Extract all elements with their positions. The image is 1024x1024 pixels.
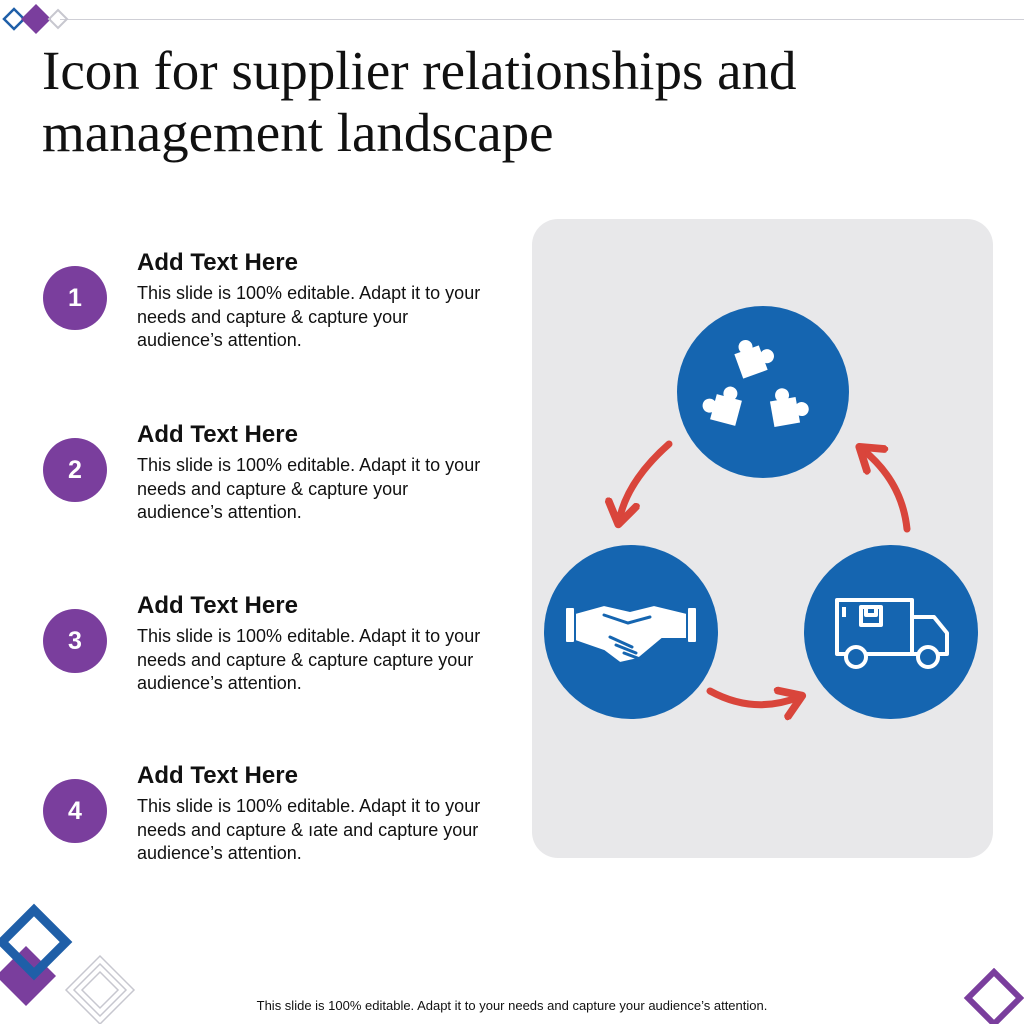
- page-title: Icon for supplier relationships and mana…: [42, 40, 797, 163]
- bottom-left-diamond-decoration: [0, 903, 136, 1024]
- number-badge: 1: [43, 266, 107, 330]
- list-item: 3 Add Text Here This slide is 100% edita…: [0, 592, 500, 715]
- item-body: This slide is 100% editable. Adapt it to…: [137, 283, 481, 350]
- arrow-right-to-top: [862, 449, 911, 533]
- arrow-top-to-left: [619, 440, 673, 521]
- item-heading: Add Text Here: [137, 592, 298, 619]
- arrow-left-to-right: [706, 691, 799, 705]
- top-divider-line: [60, 19, 1024, 20]
- number-badge: 3: [43, 609, 107, 673]
- bottom-right-diamond-decoration: [963, 968, 1024, 1024]
- item-body: This slide is 100% editable. Adapt it to…: [137, 455, 481, 522]
- footer-note: This slide is 100% editable. Adapt it to…: [256, 998, 768, 1013]
- item-body: This slide is 100% editable. Adapt it to…: [137, 796, 481, 863]
- item-heading: Add Text Here: [137, 762, 298, 789]
- puzzle-pieces-icon: [677, 306, 849, 478]
- number-badge: 2: [43, 438, 107, 502]
- item-heading: Add Text Here: [137, 421, 298, 448]
- item-heading: Add Text Here: [137, 249, 298, 276]
- supplier-cycle-graphic: [544, 306, 978, 858]
- list-item: 1 Add Text Here This slide is 100% edita…: [0, 249, 500, 372]
- number-badge: 4: [43, 779, 107, 843]
- list-item: 2 Add Text Here This slide is 100% edita…: [0, 421, 500, 544]
- delivery-truck-icon: [804, 545, 978, 719]
- item-body: This slide is 100% editable. Adapt it to…: [137, 626, 481, 693]
- list-item: 4 Add Text Here This slide is 100% edita…: [0, 762, 500, 885]
- top-diamond-decoration: [2, 4, 69, 34]
- handshake-icon: [544, 545, 718, 719]
